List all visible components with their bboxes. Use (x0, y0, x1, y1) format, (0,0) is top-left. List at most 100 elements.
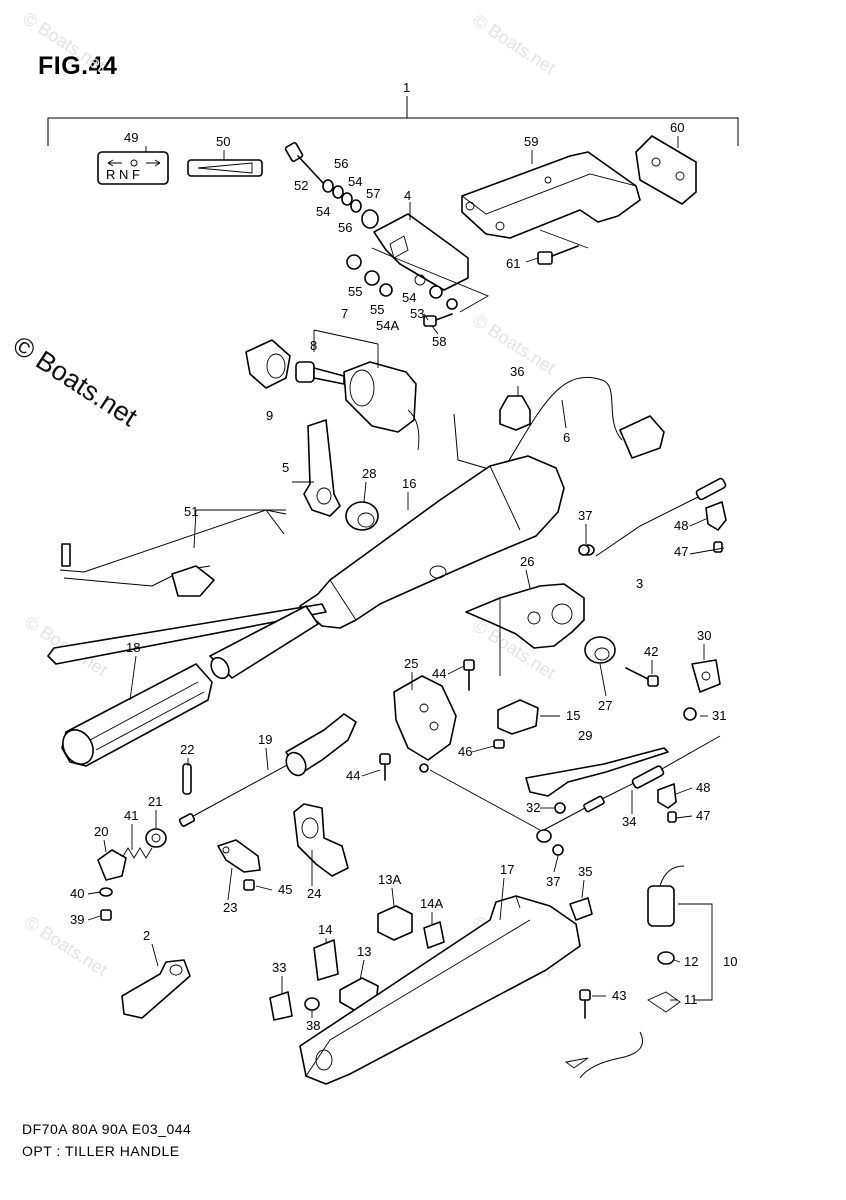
washer-40 (99, 887, 113, 897)
callout-30: 30 (697, 628, 711, 643)
screw-44-lower (379, 753, 391, 781)
footer: DF70A 80A 90A E03_044 OPT : TILLER HANDL… (22, 1118, 191, 1162)
bracket-48-lower (657, 783, 677, 809)
callout-54-a: 54 (316, 204, 330, 219)
callout-59: 59 (524, 134, 538, 149)
bracket-48-upper (705, 501, 727, 531)
callout-1: 1 (403, 80, 410, 95)
clip-37-lower (552, 844, 564, 856)
callout-24: 24 (307, 886, 321, 901)
harness-6 (453, 376, 665, 475)
callout-43: 43 (612, 988, 626, 1003)
spring-41 (121, 847, 153, 859)
grommet-28 (345, 501, 379, 531)
callout-47-lower: 47 (696, 808, 710, 823)
callout-33: 33 (272, 960, 286, 975)
callout-15: 15 (566, 708, 580, 723)
callout-56-a: 56 (334, 156, 348, 171)
screw-43 (579, 989, 591, 1019)
callout-28: 28 (362, 466, 376, 481)
callout-49: 49 (124, 130, 138, 145)
decal-49: R N F (97, 151, 169, 185)
callout-48-lower: 48 (696, 780, 710, 795)
linkage-26 (465, 583, 585, 676)
callout-44-lower: 44 (346, 768, 360, 783)
callout-48-upper: 48 (674, 518, 688, 533)
key-8 (295, 361, 345, 385)
callout-45: 45 (278, 882, 292, 897)
callout-26: 26 (520, 554, 534, 569)
callout-54-b: 54 (348, 174, 362, 189)
cover-plate-59 (461, 151, 641, 239)
callout-52: 52 (294, 178, 308, 193)
callout-5: 5 (282, 460, 289, 475)
ignition-cap-9 (245, 339, 291, 389)
callout-40: 40 (70, 886, 84, 901)
callout-18: 18 (126, 640, 140, 655)
bolt-52 (284, 142, 325, 185)
washers-54-56 (322, 179, 379, 229)
assembly-bracket (47, 96, 739, 146)
callout-31: 31 (712, 708, 726, 723)
callout-17: 17 (500, 862, 514, 877)
bracket-23 (217, 839, 261, 873)
figure-title: FIG.44 (38, 52, 118, 80)
callout-37-upper: 37 (578, 508, 592, 523)
bolt-53-58 (423, 313, 453, 327)
stop-switch-10 (564, 865, 713, 1079)
callout-22: 22 (180, 742, 194, 757)
clip-14a (423, 921, 445, 949)
callout-55-a: 55 (348, 284, 362, 299)
callout-labels: 1 2 3 4 5 6 7 8 9 10 11 12 13 13A 14 14A… (70, 80, 737, 1033)
clamp-36 (499, 395, 531, 431)
callout-10: 10 (723, 954, 737, 969)
screw-44-upper (463, 659, 475, 691)
knob-15 (497, 699, 539, 735)
bolt-42 (625, 667, 659, 687)
callout-61: 61 (506, 256, 520, 271)
pin-22 (182, 763, 192, 795)
callout-6: 6 (563, 430, 570, 445)
callout-32: 32 (526, 800, 540, 815)
lever-5 (303, 419, 341, 517)
handle-frame-17 (299, 895, 581, 1085)
clip-33 (269, 991, 293, 1021)
decal-50 (187, 159, 263, 177)
callout-8: 8 (310, 338, 317, 353)
connector-13a (377, 905, 413, 941)
callout-54-c: 54 (402, 290, 416, 305)
callout-56-b: 56 (338, 220, 352, 235)
callout-35: 35 (578, 864, 592, 879)
lever-2 (121, 959, 191, 1019)
washer-38 (304, 997, 320, 1011)
callout-2: 2 (143, 928, 150, 943)
pad-60 (635, 135, 697, 205)
callout-53: 53 (410, 306, 424, 321)
leader-lines (87, 136, 725, 1018)
link-29 (525, 747, 669, 797)
callout-9: 9 (266, 408, 273, 423)
callout-47-upper: 47 (674, 544, 688, 559)
throttle-cable-19 (178, 713, 357, 827)
callout-34: 34 (622, 814, 636, 829)
throttle-rod-51 (47, 509, 327, 665)
clip-32 (554, 802, 566, 814)
ignition-switch-7 (313, 329, 420, 451)
callout-13a: 13A (378, 872, 401, 887)
callout-4: 4 (404, 188, 411, 203)
screw-47-upper (713, 541, 723, 553)
footer-description: OPT : TILLER HANDLE (22, 1143, 180, 1159)
callout-13: 13 (357, 944, 371, 959)
callout-44-upper: 44 (432, 666, 446, 681)
callout-3: 3 (636, 576, 643, 591)
callout-42: 42 (644, 644, 658, 659)
cable-3 (581, 477, 727, 557)
rubber-35 (569, 897, 593, 921)
callout-23: 23 (223, 900, 237, 915)
callout-46: 46 (458, 744, 472, 759)
cable-34 (429, 735, 721, 843)
connector-14 (313, 939, 339, 981)
throttle-grip-18 (61, 605, 319, 767)
bracket-25 (393, 675, 457, 773)
footer-model: DF70A 80A 90A E03_044 (22, 1121, 192, 1137)
